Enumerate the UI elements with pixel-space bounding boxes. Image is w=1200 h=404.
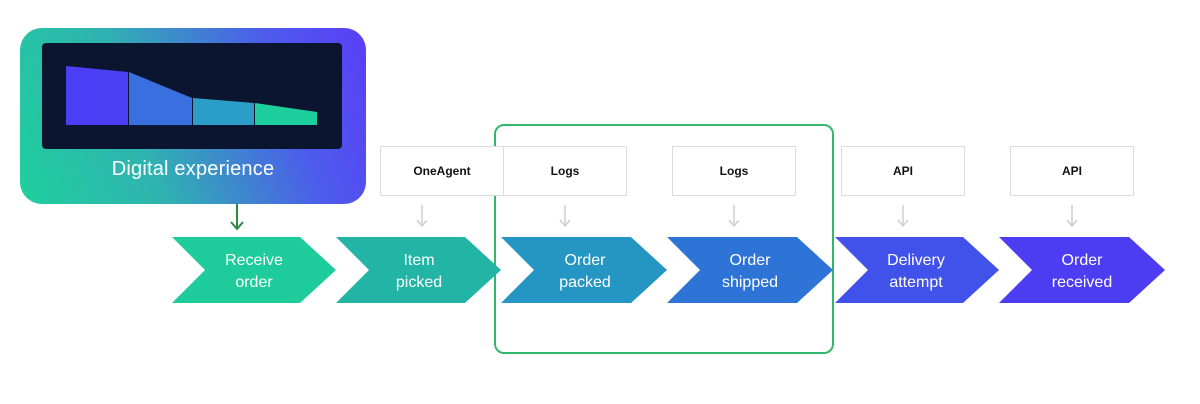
step-chevron-receive-order — [172, 237, 336, 303]
step-chevron-order-received — [999, 237, 1165, 303]
step-label-line2: order — [235, 274, 273, 291]
source-box-logs-2: Logs — [672, 146, 796, 196]
step-label-line2: received — [1051, 274, 1113, 291]
step-label-line1: Order — [564, 252, 606, 269]
arrow-down-icon — [897, 205, 909, 228]
funnel-chart — [66, 66, 317, 125]
step-label-line2: shipped — [721, 274, 779, 291]
step-label-order-received: Order received — [1022, 250, 1142, 294]
step-chevron-delivery-attempt — [835, 237, 999, 303]
step-chevron-order-shipped — [667, 237, 833, 303]
arrow-down-icon — [1066, 205, 1078, 228]
funnel-segment-3 — [193, 98, 254, 125]
funnel-segment-1 — [66, 66, 128, 125]
source-box-oneagent: OneAgent — [380, 146, 504, 196]
step-label-line2: packed — [559, 274, 611, 291]
funnel-segment-4 — [255, 103, 317, 125]
step-chevron-order-packed — [501, 237, 667, 303]
step-label-line1: Item — [403, 252, 435, 269]
digital-experience-title: Digital experience — [111, 158, 275, 180]
step-label-line1: Order — [729, 252, 771, 269]
source-box-api-1: API — [841, 146, 965, 196]
step-label-item-picked: Item picked — [359, 250, 479, 294]
arrow-down-icon — [559, 205, 571, 228]
step-chevron-item-picked — [336, 237, 501, 303]
step-label-delivery-attempt: Delivery attempt — [856, 250, 976, 294]
step-label-line1: Order — [1061, 252, 1103, 269]
funnel-segment-2 — [129, 72, 192, 125]
step-label-line2: picked — [395, 274, 443, 291]
step-label-order-shipped: Order shipped — [690, 250, 810, 294]
digital-experience-chart — [42, 43, 342, 149]
step-label-line2: attempt — [889, 274, 943, 291]
arrow-down-icon — [728, 205, 740, 228]
step-label-receive-order: Receive order — [194, 250, 314, 294]
step-label-order-packed: Order packed — [525, 250, 645, 294]
step-label-line1: Delivery — [887, 252, 945, 269]
arrow-down-green-icon — [230, 204, 244, 231]
highlight-group-box — [494, 124, 834, 354]
arrow-down-icon — [416, 205, 428, 228]
step-label-line1: Receive — [225, 252, 283, 269]
source-box-logs-1: Logs — [503, 146, 627, 196]
source-box-api-2: API — [1010, 146, 1134, 196]
